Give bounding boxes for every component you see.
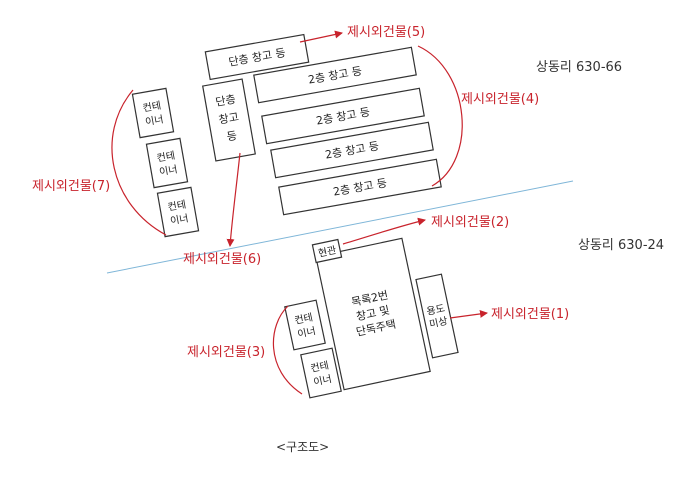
container-north-2: 컨테 이너: [145, 137, 189, 189]
entrance-label: 현관: [317, 244, 337, 260]
container-south-1: 컨테 이너: [284, 299, 326, 351]
label-excluded-1: 제시외건물(1): [491, 307, 569, 322]
container-south-2-line-2: 이너: [312, 373, 332, 389]
building-two-storey-4: 2층 창고 등: [278, 158, 442, 216]
building-single-storage-top: 단층 창고 등: [204, 33, 310, 81]
arrow-excluded-2: [342, 217, 426, 245]
building-main-house: 목록2번 창고 및 단독주택: [315, 237, 431, 391]
diagram-caption: <구조도>: [276, 440, 329, 454]
bracket-excluded-7: [111, 89, 167, 236]
container-south-1-line-1: 컨테: [294, 311, 314, 327]
arrow-excluded-6: [226, 152, 241, 247]
container-north-2-line-2: 이너: [158, 163, 178, 178]
label-excluded-3: 제시외건물(3): [187, 345, 265, 360]
label-excluded-6: 제시외건물(6): [183, 252, 261, 267]
use-unknown-line-2: 미상: [428, 315, 448, 331]
building-two-storey-3: 2층 창고 등: [270, 121, 434, 179]
building-two-storey-1: 2층 창고 등: [253, 46, 417, 104]
container-south-1-line-2: 이너: [296, 325, 316, 341]
container-north-1: 컨테 이너: [131, 87, 175, 139]
label-excluded-7: 제시외건물(7): [32, 179, 110, 194]
container-north-3: 컨테 이너: [156, 186, 200, 238]
single-storage-vertical-line-2: 창고: [218, 110, 240, 126]
container-south-2: 컨테 이너: [300, 347, 342, 399]
label-excluded-2: 제시외건물(2): [431, 215, 509, 230]
single-storage-vertical-line-3: 등: [226, 129, 238, 144]
container-north-1-line-1: 컨테: [142, 100, 162, 115]
label-excluded-4: 제시외건물(4): [461, 92, 539, 107]
bracket-excluded-3: [272, 305, 303, 395]
arrow-excluded-5: [299, 30, 343, 43]
use-unknown-line-1: 용도: [426, 302, 446, 318]
bracket-excluded-4: [417, 45, 463, 187]
parcel-label-north: 상동리 630-66: [536, 60, 622, 75]
container-south-2-line-1: 컨테: [310, 359, 330, 375]
building-use-unknown: 용도 미상: [415, 273, 459, 359]
building-two-storey-2: 2층 창고 등: [261, 87, 425, 145]
single-storage-vertical-line-1: 단층: [215, 93, 237, 109]
container-north-3-line-2: 이너: [169, 212, 189, 227]
parcel-label-south: 상동리 630-24: [578, 238, 664, 253]
container-north-3-line-1: 컨테: [167, 199, 187, 214]
building-entrance: 현관: [311, 238, 343, 264]
building-single-storage-vertical: 단층 창고 등: [202, 78, 256, 162]
arrow-excluded-1: [449, 309, 488, 319]
parcel-boundary-line: [106, 180, 574, 274]
container-north-2-line-1: 컨테: [156, 150, 176, 165]
label-excluded-5: 제시외건물(5): [347, 25, 425, 40]
container-north-1-line-2: 이너: [144, 113, 164, 128]
